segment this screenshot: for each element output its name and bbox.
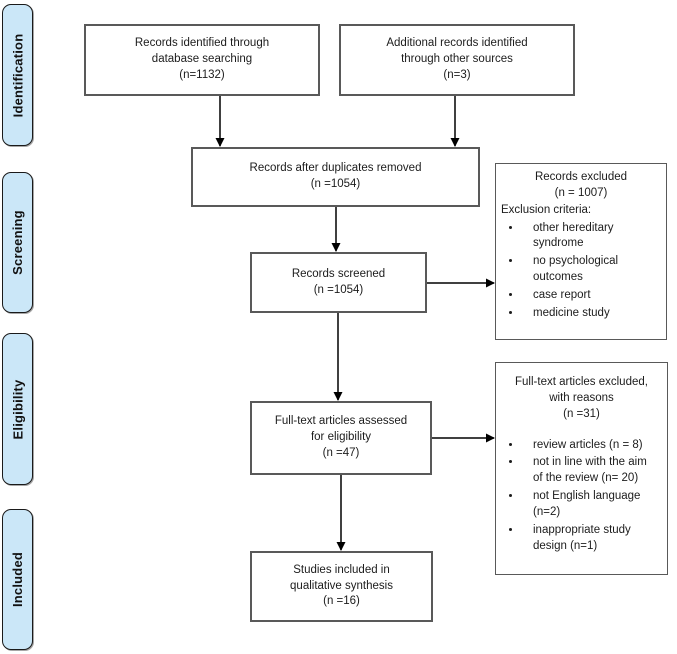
box-text: Records screened (n =1054) xyxy=(291,267,386,296)
fulltext-excluded-reasons-list: review articles (n = 8) not in line with… xyxy=(501,438,662,555)
exclusion-criteria-label: Exclusion criteria: xyxy=(501,203,592,216)
stage-label-text: Screening xyxy=(10,210,25,275)
stage-label-text: Eligibility xyxy=(10,379,26,439)
box-records-identified-database: Records identified through database sear… xyxy=(84,24,320,96)
stage-label-identification: Identification xyxy=(2,4,33,146)
excluded-title: Records excluded (n = 1007) xyxy=(534,171,628,199)
box-studies-included: Studies included in qualitative synthesi… xyxy=(250,551,433,622)
fulltext-excluded-reason: not English language (n=2) xyxy=(522,489,662,521)
box-text: Records identified through database sear… xyxy=(134,37,270,81)
box-fulltext-assessed: Full-text articles assessed for eligibil… xyxy=(250,401,432,475)
box-text: Full-text articles assessed for eligibil… xyxy=(274,415,408,459)
box-records-after-duplicates: Records after duplicates removed (n =105… xyxy=(191,147,480,207)
exclusion-criteria-list: other hereditary syndrome no psychologic… xyxy=(501,221,661,322)
stage-label-text: Included xyxy=(10,551,25,608)
stage-label-text: Identification xyxy=(10,33,26,117)
fulltext-excluded-reason: inappropriate study design (n=1) xyxy=(522,523,662,555)
exclusion-criteria-item: case report xyxy=(522,288,661,304)
fulltext-excluded-reason: not in line with the aim of the review (… xyxy=(522,455,662,487)
box-records-screened: Records screened (n =1054) xyxy=(250,252,427,313)
stage-label-eligibility: Eligibility xyxy=(2,333,33,485)
box-fulltext-excluded: Full-text articles excluded, with reason… xyxy=(495,362,668,575)
box-records-identified-other-sources: Additional records identified through ot… xyxy=(339,24,575,96)
box-text: Studies included in qualitative synthesi… xyxy=(290,563,393,608)
exclusion-criteria-item: medicine study xyxy=(522,306,661,322)
fulltext-excluded-reason: review articles (n = 8) xyxy=(522,438,662,454)
exclusion-criteria-item: no psychological outcomes xyxy=(522,254,661,286)
box-text: Records after duplicates removed (n =105… xyxy=(249,162,422,190)
exclusion-criteria-item: other hereditary syndrome xyxy=(522,221,661,253)
box-text: Additional records identified through ot… xyxy=(386,37,528,81)
stage-label-included: Included xyxy=(2,509,33,650)
box-records-excluded: Records excluded (n = 1007) Exclusion cr… xyxy=(495,163,667,340)
fulltext-excluded-title: Full-text articles excluded, with reason… xyxy=(515,376,648,420)
stage-label-screening: Screening xyxy=(2,172,33,313)
